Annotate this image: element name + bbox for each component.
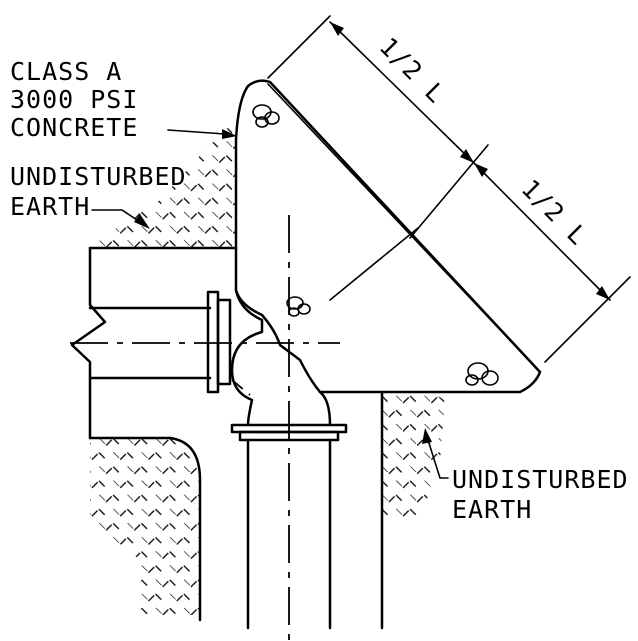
svg-text:1/2 L: 1/2 L <box>374 32 451 109</box>
svg-text:EARTH: EARTH <box>10 192 90 221</box>
svg-text:CONCRETE: CONCRETE <box>10 113 138 142</box>
svg-text:UNDISTURBED: UNDISTURBED <box>452 465 629 494</box>
concrete-thrust-block <box>230 79 542 427</box>
svg-text:UNDISTURBED: UNDISTURBED <box>10 162 187 191</box>
aggregate-stones-top <box>252 104 280 128</box>
earth-hatch-right <box>382 392 445 520</box>
label-earth-right: UNDISTURBED EARTH <box>452 465 629 524</box>
center-lines <box>70 215 419 641</box>
earth-hatch-upper-left <box>90 120 236 248</box>
earth-hatch-lower-left <box>90 438 200 615</box>
svg-text:1/2 L: 1/2 L <box>516 174 593 251</box>
aggregate-stones-bottom <box>465 362 499 386</box>
horizontal-pipe <box>70 246 238 622</box>
leader-earth-right <box>422 428 449 479</box>
svg-text:CLASS A: CLASS A <box>10 57 122 86</box>
flange-left <box>206 290 232 394</box>
vertical-pipe <box>230 390 384 630</box>
label-concrete: CLASS A 3000 PSI CONCRETE <box>10 57 138 142</box>
leader-earth-left <box>91 209 150 229</box>
label-earth-left: UNDISTURBED EARTH <box>10 162 187 221</box>
leader-concrete <box>167 129 237 139</box>
svg-text:3000 PSI: 3000 PSI <box>10 85 138 114</box>
dimension-label-upper: 1/2 L <box>374 32 451 109</box>
svg-text:EARTH: EARTH <box>452 495 532 524</box>
dimension-lines <box>267 15 631 363</box>
dimension-label-lower: 1/2 L <box>516 174 593 251</box>
aggregate-stones-middle <box>286 296 311 317</box>
